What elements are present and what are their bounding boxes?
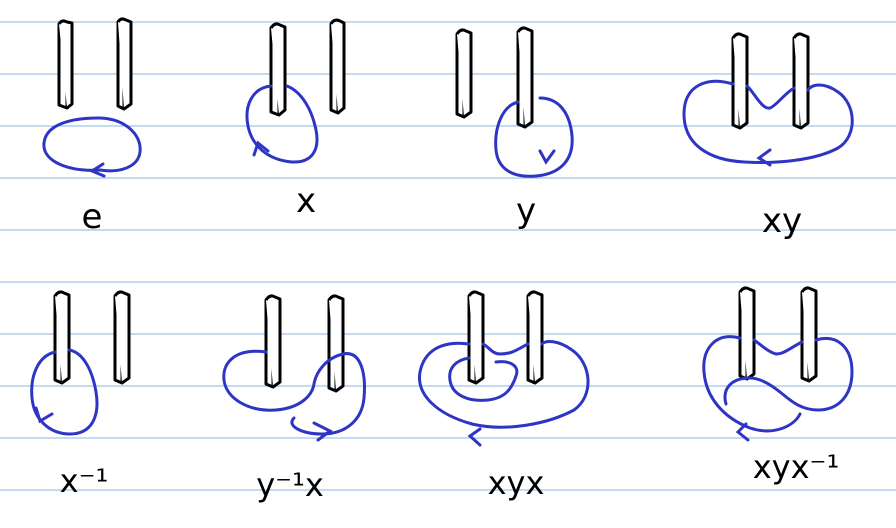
panel-xy: xy bbox=[682, 32, 854, 241]
arrow-xyx-inverse bbox=[735, 422, 750, 442]
post-right bbox=[800, 286, 818, 383]
arrow-x bbox=[252, 140, 270, 157]
post-left bbox=[467, 290, 485, 385]
panel-y-inverse-x: y⁻¹x bbox=[222, 294, 366, 504]
post-right bbox=[327, 294, 345, 393]
label-y: y bbox=[516, 191, 536, 231]
ruled-lines bbox=[0, 21, 896, 491]
loop-xyx bbox=[418, 340, 590, 429]
post-right bbox=[516, 26, 534, 129]
panel-e: e bbox=[42, 17, 142, 237]
arrow-e bbox=[88, 162, 106, 178]
loop-e bbox=[42, 116, 142, 173]
post-right bbox=[792, 32, 810, 130]
post-left bbox=[455, 28, 473, 119]
label-e: e bbox=[82, 197, 103, 237]
arrow-x-inverse bbox=[34, 406, 54, 424]
label-xy: xy bbox=[762, 201, 802, 241]
post-left bbox=[57, 19, 74, 110]
label-x-inverse: x⁻¹ bbox=[60, 462, 109, 500]
arrow-y bbox=[538, 149, 556, 165]
post-right bbox=[113, 290, 131, 385]
label-y-inverse-x: y⁻¹x bbox=[256, 466, 324, 504]
loop-x-inverse bbox=[30, 348, 99, 436]
post-left bbox=[264, 294, 282, 389]
loop-y bbox=[494, 96, 574, 178]
post-right bbox=[329, 18, 346, 115]
post-right bbox=[116, 17, 133, 111]
loop-x bbox=[245, 84, 319, 164]
label-xyx-inverse: xyx⁻¹ bbox=[753, 448, 840, 486]
panel-xyx-inverse: xyx⁻¹ bbox=[702, 286, 854, 486]
loop-xy bbox=[682, 79, 854, 164]
panel-xyx: xyx bbox=[418, 290, 590, 502]
label-xyx: xyx bbox=[488, 464, 545, 502]
post-left bbox=[738, 286, 756, 381]
post-left bbox=[53, 290, 71, 385]
panel-x-inverse: x⁻¹ bbox=[30, 290, 131, 500]
post-right bbox=[526, 290, 544, 385]
panel-y: y bbox=[455, 26, 574, 231]
arrow-y-inverse-x bbox=[312, 421, 333, 442]
post-left bbox=[731, 32, 749, 130]
loop-xyx-inverse bbox=[702, 335, 854, 433]
arrow-xyx bbox=[467, 427, 482, 447]
loop-y-inverse-x bbox=[222, 349, 366, 436]
label-x: x bbox=[296, 181, 316, 221]
post-left bbox=[269, 22, 287, 117]
arrow-xy bbox=[756, 148, 772, 167]
panel-x: x bbox=[245, 18, 346, 221]
